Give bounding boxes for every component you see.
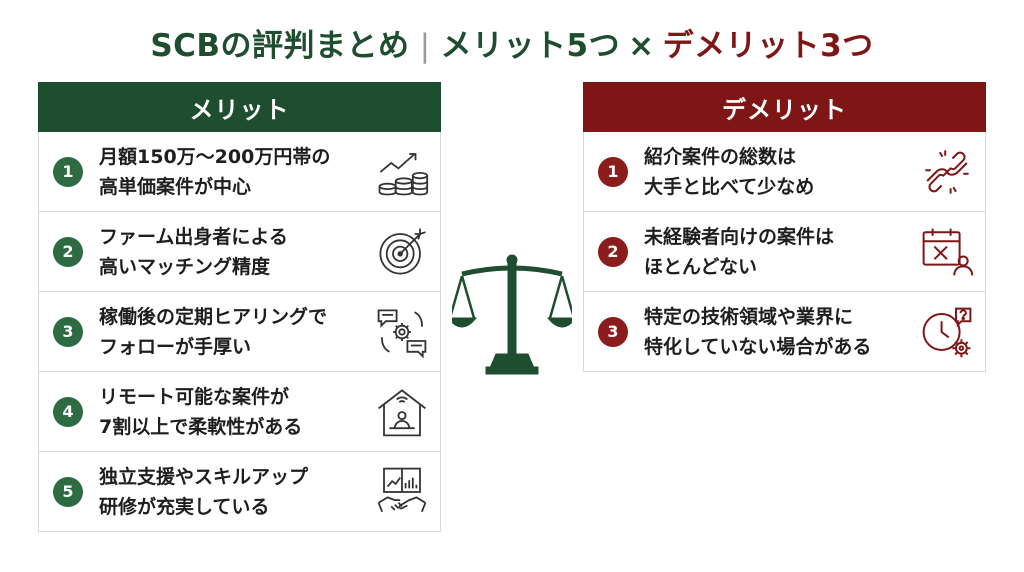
merit-number: 1 bbox=[53, 156, 83, 187]
merit-header: メリット bbox=[38, 82, 441, 132]
merit-line2: 高単価案件が中心 bbox=[99, 175, 252, 198]
merit-text: 月額150万〜200万円帯の 高単価案件が中心 bbox=[99, 142, 374, 202]
merit-line2: 研修が充実している bbox=[99, 495, 270, 518]
title-part1: SCBの評判まとめ bbox=[150, 28, 410, 64]
merit-line2: 高いマッチング精度 bbox=[99, 255, 271, 278]
merit-line1: 稼働後の定期ヒアリングで bbox=[99, 305, 328, 328]
title-part2: メリット5つ bbox=[440, 28, 621, 64]
merit-line1: 独立支援やスキルアップ bbox=[99, 465, 309, 488]
merit-item: 1 月額150万〜200万円帯の 高単価案件が中心 bbox=[38, 132, 441, 212]
title-part3: デメリット3つ bbox=[662, 28, 874, 64]
merit-line2: フォローが手厚い bbox=[99, 335, 252, 358]
demerit-line2: ほとんどない bbox=[644, 255, 758, 278]
demerit-item: 3 特定の技術領域や業界に 特化していない場合がある bbox=[583, 292, 986, 372]
merit-panel: メリット 1 月額150万〜200万円帯の 高単価案件が中心 2 ファーム出身者… bbox=[38, 82, 441, 532]
merit-line2: 7割以上で柔軟性がある bbox=[99, 415, 303, 438]
demerit-text: 未経験者向けの案件は ほとんどない bbox=[644, 222, 919, 282]
broken-chain-icon bbox=[919, 144, 975, 200]
demerit-item: 2 未経験者向けの案件は ほとんどない bbox=[583, 212, 986, 292]
merit-item: 5 独立支援やスキルアップ 研修が充実している bbox=[38, 452, 441, 532]
demerit-line1: 未経験者向けの案件は bbox=[644, 225, 835, 248]
demerit-line1: 特定の技術領域や業界に bbox=[644, 305, 854, 328]
demerit-header: デメリット bbox=[583, 82, 986, 132]
title-times: × bbox=[628, 28, 655, 64]
money-growth-icon bbox=[374, 144, 430, 200]
demerit-item: 1 紹介案件の総数は 大手と比べて少なめ bbox=[583, 132, 986, 212]
page-title: SCBの評判まとめ|メリット5つ×デメリット3つ bbox=[0, 20, 1024, 65]
demerit-number: 3 bbox=[598, 316, 628, 347]
merit-item: 3 稼働後の定期ヒアリングで フォローが手厚い bbox=[38, 292, 441, 372]
merit-text: 独立支援やスキルアップ 研修が充実している bbox=[99, 462, 374, 522]
merit-text: リモート可能な案件が 7割以上で柔軟性がある bbox=[99, 382, 374, 442]
clock-question-icon bbox=[919, 304, 975, 360]
merit-line1: リモート可能な案件が bbox=[99, 385, 290, 408]
demerit-text: 特定の技術領域や業界に 特化していない場合がある bbox=[644, 302, 919, 362]
merit-item: 4 リモート可能な案件が 7割以上で柔軟性がある bbox=[38, 372, 441, 452]
training-handshake-icon bbox=[374, 464, 430, 520]
merit-text: 稼働後の定期ヒアリングで フォローが手厚い bbox=[99, 302, 374, 362]
merit-text: ファーム出身者による 高いマッチング精度 bbox=[99, 222, 374, 282]
merit-number: 2 bbox=[53, 236, 83, 267]
calendar-x-icon bbox=[919, 224, 975, 280]
remote-home-icon bbox=[374, 384, 430, 440]
demerit-line2: 特化していない場合がある bbox=[644, 335, 872, 358]
chat-gear-icon bbox=[374, 304, 430, 360]
merit-number: 3 bbox=[53, 316, 83, 347]
title-separator: | bbox=[419, 28, 431, 64]
demerit-number: 1 bbox=[598, 156, 628, 187]
merit-number: 5 bbox=[53, 476, 83, 507]
merit-line1: ファーム出身者による bbox=[99, 225, 288, 248]
demerit-line2: 大手と比べて少なめ bbox=[644, 175, 815, 198]
merit-number: 4 bbox=[53, 396, 83, 427]
demerit-line1: 紹介案件の総数は bbox=[644, 145, 797, 168]
merit-item: 2 ファーム出身者による 高いマッチング精度 bbox=[38, 212, 441, 292]
scale-icon bbox=[446, 250, 578, 380]
demerit-panel: デメリット 1 紹介案件の総数は 大手と比べて少なめ 2 未経験者向けの案件は … bbox=[583, 82, 986, 372]
demerit-number: 2 bbox=[598, 236, 628, 267]
target-icon bbox=[374, 224, 430, 280]
demerit-text: 紹介案件の総数は 大手と比べて少なめ bbox=[644, 142, 919, 202]
merit-line1: 月額150万〜200万円帯の bbox=[99, 145, 331, 168]
